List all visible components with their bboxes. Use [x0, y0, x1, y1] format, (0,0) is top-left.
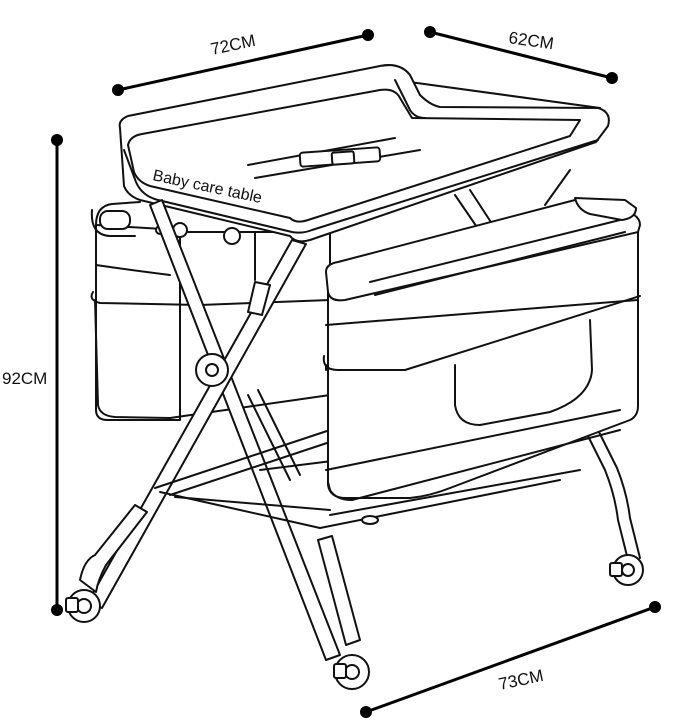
- caster-wheel-front-left: [65, 589, 101, 623]
- changing-tray: Baby care table: [118, 64, 610, 243]
- dimension-top-width: 62CM: [424, 26, 618, 84]
- dimension-base-width: 73CM: [360, 601, 661, 718]
- dimension-height-label: 92CM: [2, 369, 47, 388]
- caster-wheel-front-right: [333, 654, 370, 690]
- dimension-width-label: 62CM: [507, 28, 555, 53]
- bottom-shelf: [154, 429, 581, 529]
- dimension-base-width-label: 73CM: [497, 666, 545, 694]
- dimension-length-label: 72CM: [209, 31, 257, 59]
- caster-wheel-rear-right: [609, 554, 644, 586]
- dimension-height: 92CM: [2, 134, 63, 616]
- x-frame-legs: [79, 199, 641, 661]
- right-storage-basket: [322, 197, 641, 501]
